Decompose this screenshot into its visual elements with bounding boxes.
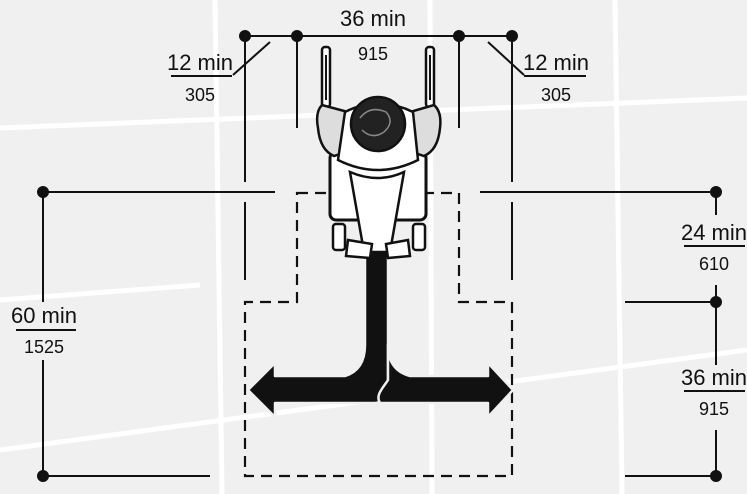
left-depth-dimension (16, 186, 275, 482)
wheelchair-user-icon (315, 45, 442, 260)
arm-depth-imperial: 36 min (681, 365, 747, 390)
left-offset-leader (171, 41, 271, 77)
top-width-metric: 915 (358, 44, 388, 64)
right-offset-leader (487, 41, 586, 77)
stem-depth-metric: 610 (699, 254, 729, 274)
total-depth-metric: 1525 (24, 337, 64, 357)
top-dimension (239, 30, 518, 280)
top-width-imperial: 36 min (340, 6, 406, 31)
arm-depth-metric: 915 (699, 399, 729, 419)
left-offset-metric: 305 (185, 85, 215, 105)
right-offset-metric: 305 (541, 85, 571, 105)
right-depth-dimension (480, 186, 745, 482)
stem-depth-imperial: 24 min (681, 220, 747, 245)
right-offset-imperial: 12 min (523, 50, 589, 75)
total-depth-imperial: 60 min (11, 303, 77, 328)
turn-arrow-icon (246, 189, 515, 419)
left-offset-imperial: 12 min (167, 50, 233, 75)
t-shaped-clear-space-outline (243, 191, 514, 478)
